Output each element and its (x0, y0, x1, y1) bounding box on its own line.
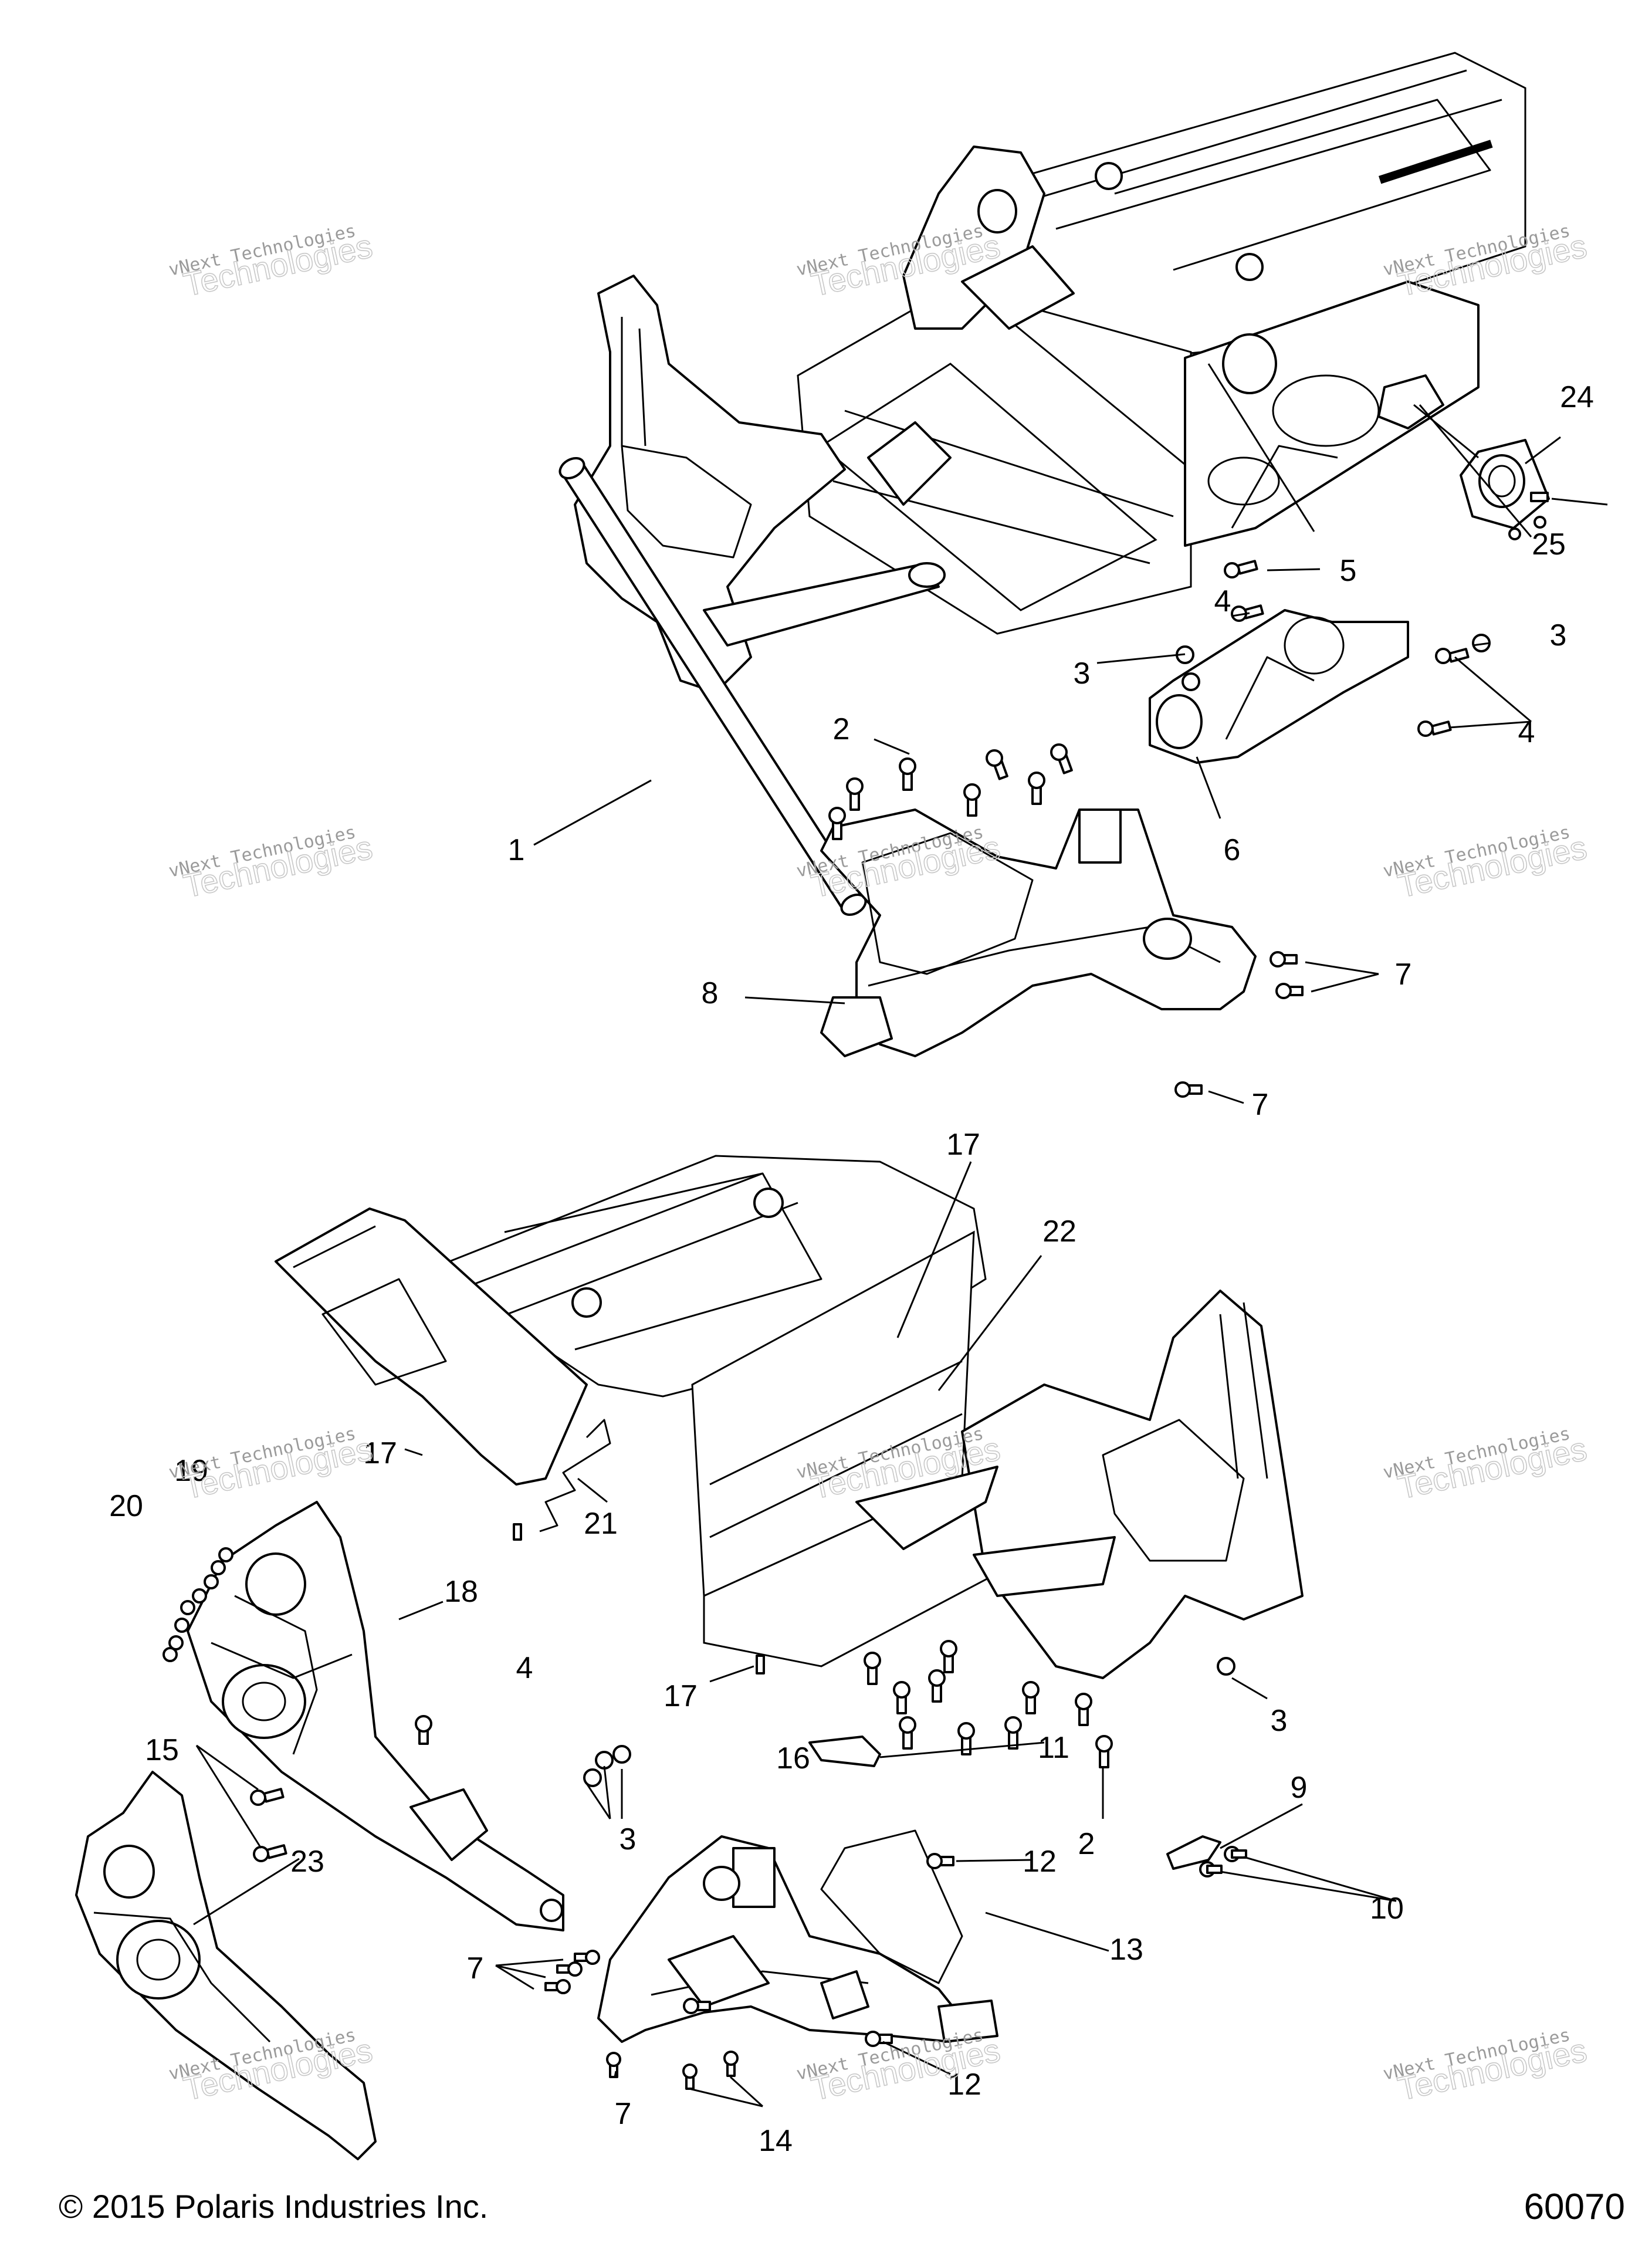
callout-7: 7 (615, 2097, 632, 2131)
callout-labels: 24 25 5 4 3 3 4 2 1 6 7 8 7 17 22 17 21 … (109, 380, 1594, 2158)
callout-2: 2 (833, 712, 850, 746)
callout-12: 12 (1023, 1845, 1057, 1879)
watermark: vNext Technologies Technologies (167, 221, 376, 304)
callout-1: 1 (508, 833, 525, 867)
bolts-item-2-lower (864, 1640, 1113, 1768)
callout-17: 17 (946, 1128, 980, 1162)
callout-6: 6 (1224, 833, 1241, 867)
callout-2: 2 (1078, 1827, 1095, 1861)
copyright-notice: © 2015 Polaris Industries Inc. (59, 2188, 488, 2225)
callout-7: 7 (1252, 1088, 1269, 1122)
callout-25: 25 (1532, 527, 1566, 561)
callout-17: 17 (363, 1436, 397, 1470)
callout-23: 23 (290, 1845, 324, 1879)
callout-7: 7 (1395, 958, 1412, 992)
callout-3: 3 (1550, 618, 1567, 652)
watermark: vNext Technologies Technologies (167, 1423, 376, 1507)
part-8-front-frame (820, 808, 1257, 1057)
callout-9: 9 (1291, 1771, 1308, 1805)
callout-3: 3 (1271, 1704, 1288, 1738)
callout-20: 20 (109, 1489, 143, 1523)
callout-18: 18 (444, 1575, 478, 1609)
callout-24: 24 (1560, 380, 1594, 414)
watermark: vNext Technologies Technologies (1381, 822, 1590, 905)
callout-4: 4 (1214, 584, 1231, 618)
callout-5: 5 (1340, 554, 1357, 588)
figure-id: 60070 (1524, 2187, 1625, 2227)
bolts-item-2-upper (828, 743, 1073, 840)
part-9-link (1166, 1835, 1221, 1870)
leader-lines (193, 363, 1608, 2107)
part-1-tube (558, 456, 867, 916)
callout-17: 17 (663, 1679, 698, 1713)
callout-8: 8 (702, 976, 719, 1010)
part-16-front-frame (597, 1829, 998, 2043)
watermark: vNext Technologies Technologies (1381, 1423, 1590, 1507)
callout-10: 10 (1370, 1892, 1404, 1926)
part-23-chaincase-cover (75, 1771, 377, 2160)
callout-7: 7 (467, 1951, 484, 1985)
upper-fasteners (828, 560, 1491, 1098)
callout-14: 14 (759, 2124, 793, 2158)
callout-22: 22 (1042, 1215, 1076, 1249)
callout-21: 21 (584, 1507, 618, 1541)
callout-12: 12 (947, 2068, 981, 2102)
callout-16: 16 (776, 1741, 810, 1775)
lower-chassis-frame (275, 1155, 1304, 1679)
part-21-wire (539, 1419, 611, 1533)
part-6-bracket (1149, 609, 1409, 764)
callout-3: 3 (1074, 657, 1091, 691)
callout-11: 11 (1038, 1731, 1069, 1765)
lower-fasteners (544, 1640, 1247, 2090)
callout-4: 4 (516, 1651, 533, 1685)
part-18-chaincase (187, 1501, 564, 1931)
callout-4: 4 (1518, 715, 1535, 749)
upper-chassis-frame (574, 52, 1526, 694)
callout-15: 15 (145, 1733, 179, 1767)
callout-13: 13 (1109, 1933, 1143, 1967)
callout-19: 19 (174, 1454, 208, 1488)
callout-3: 3 (620, 1822, 637, 1856)
chaincase-fasteners (163, 1523, 631, 1862)
watermark: vNext Technologies Technologies (167, 822, 376, 905)
watermark: vNext Technologies Technologies (1381, 2025, 1590, 2108)
part-11-plate (808, 1736, 881, 1767)
